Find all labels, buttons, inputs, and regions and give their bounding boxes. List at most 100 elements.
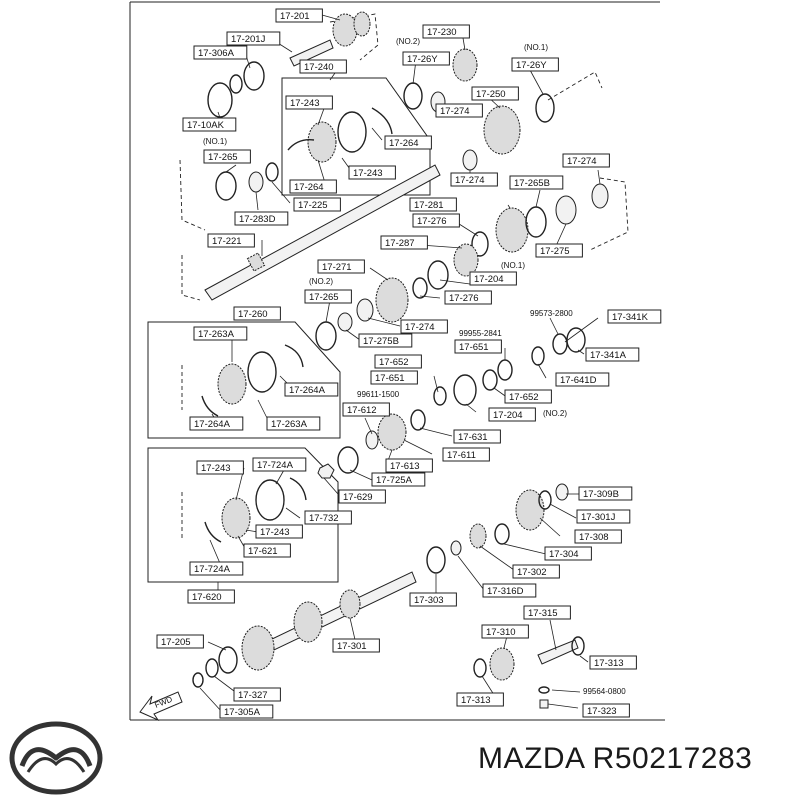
- part-label: 17-651: [454, 339, 502, 354]
- part-label: 17-264: [384, 135, 432, 150]
- washer-276-b: [412, 277, 428, 299]
- part-label: 17-26Y: [511, 57, 559, 72]
- part-label: 17-204: [488, 407, 536, 422]
- part-label-text: 17-204: [493, 410, 523, 421]
- ring-305a: [192, 672, 204, 688]
- gear-271: [375, 277, 409, 323]
- part-label-text: 17-276: [417, 216, 447, 227]
- part-label: 17-243: [255, 524, 303, 539]
- part-label-text: 17-304: [549, 549, 579, 560]
- part-label: 17-306A: [193, 45, 248, 60]
- part-label: 17-652: [374, 354, 422, 369]
- fwd-arrow-icon: FWD: [139, 691, 183, 722]
- part-label-text: 17-724A: [257, 460, 294, 471]
- ring-304: [494, 523, 510, 545]
- part-label-text: 17-10AK: [187, 120, 225, 131]
- part-label: 17-302: [512, 564, 560, 579]
- part-label: 17-264A: [284, 382, 339, 397]
- part-label: 17-265B: [509, 175, 564, 190]
- part-label: 17-243: [196, 460, 244, 475]
- part-label: 17-725A: [371, 472, 426, 487]
- part-label-text: 17-641D: [560, 375, 597, 386]
- diagram-note: (NO.2): [309, 277, 333, 286]
- synchro-sleeve-upper: [337, 111, 367, 153]
- synchro-box-lower: [147, 447, 339, 583]
- part-label-text: 17-309B: [583, 489, 619, 500]
- ring-204: [427, 260, 449, 290]
- part-label: 17-26Y: [402, 51, 450, 66]
- diagram-note: (NO.1): [524, 43, 548, 52]
- part-label-text: 17-651: [459, 342, 489, 353]
- part-label: 17-301J: [576, 509, 631, 524]
- part-label: 17-652: [504, 389, 552, 404]
- part-label: 17-250: [471, 86, 519, 101]
- part-label: 17-651: [370, 370, 418, 385]
- synchro-ring-26y-b: [535, 93, 555, 123]
- part-label-text: 17-204: [474, 274, 504, 285]
- diagram-note: (NO.1): [203, 137, 227, 146]
- part-label-text: 17-283D: [239, 214, 276, 225]
- part-label-text: 17-275: [540, 246, 570, 257]
- synchro-ring-725a: [337, 446, 359, 474]
- part-label-text: 17-243: [353, 168, 383, 179]
- part-label-text: 17-264A: [194, 419, 231, 430]
- part-label: 17-323: [582, 703, 630, 718]
- part-label-text: 17-631: [458, 432, 488, 443]
- dashed-outline-3: [547, 71, 603, 101]
- part-label: 17-205: [156, 634, 204, 649]
- part-label: 17-271: [317, 259, 365, 274]
- dashed-outline-4: [589, 177, 629, 251]
- synchro-sleeve-middle: [247, 351, 277, 393]
- part-label: 17-327: [233, 687, 281, 702]
- part-label: 17-341A: [585, 347, 640, 362]
- spring-724a-b: [204, 521, 222, 543]
- bearing-205: [218, 646, 238, 674]
- part-label-text: 17-274: [405, 322, 435, 333]
- part-label: 17-315: [523, 605, 571, 620]
- ring-652: [482, 369, 498, 391]
- part-label-text: 17-302: [517, 567, 547, 578]
- part-label-text: 17-327: [238, 690, 268, 701]
- spring-264-b: [287, 139, 315, 151]
- part-label: 17-230: [422, 24, 470, 39]
- part-label: 17-243: [285, 95, 333, 110]
- part-label-text: 17-271: [322, 262, 352, 273]
- synchro-hub-lower: [221, 497, 251, 539]
- part-label: 17-264: [289, 179, 337, 194]
- part-label: 17-301: [332, 638, 380, 653]
- part-label: 17-275B: [358, 333, 413, 348]
- part-label: 17-240: [299, 59, 347, 74]
- ring-301j: [538, 490, 552, 510]
- part-label-text: 17-306A: [198, 48, 235, 59]
- part-label: 17-629: [338, 489, 386, 504]
- part-label-text: 17-225: [298, 200, 328, 211]
- brand-part-number: MAZDA R50217283: [478, 742, 753, 775]
- ring-306a: [229, 74, 243, 94]
- part-label: 17-225: [293, 197, 341, 212]
- part-label-text: 17-205: [161, 637, 191, 648]
- gear-287: [453, 243, 479, 277]
- washer-313-b: [571, 636, 585, 656]
- part-label: 17-308: [574, 529, 622, 544]
- part-label-text: 17-281: [414, 200, 444, 211]
- part-label-text: 17-275B: [363, 336, 399, 347]
- bearing-274-d: [356, 298, 374, 322]
- diagram-note: (NO.2): [396, 37, 420, 46]
- part-label: 17-281: [409, 197, 457, 212]
- bearing-306a: [243, 61, 265, 91]
- part-label: 17-275: [535, 243, 583, 258]
- ring-327: [205, 658, 219, 678]
- part-label: 17-724A: [252, 457, 307, 472]
- part-label-text: 17-221: [212, 236, 242, 247]
- gear-310: [489, 647, 515, 681]
- part-label: 17-304: [544, 546, 592, 561]
- part-label: 17-263A: [193, 326, 248, 341]
- spring-724a-a: [289, 477, 307, 501]
- part-label-text: 17-315: [528, 608, 558, 619]
- part-label: 17-10AK: [182, 117, 237, 132]
- part-label-text: 17-265B: [514, 178, 550, 189]
- part-label: 17-313: [456, 692, 504, 707]
- part-label: 17-283D: [234, 211, 289, 226]
